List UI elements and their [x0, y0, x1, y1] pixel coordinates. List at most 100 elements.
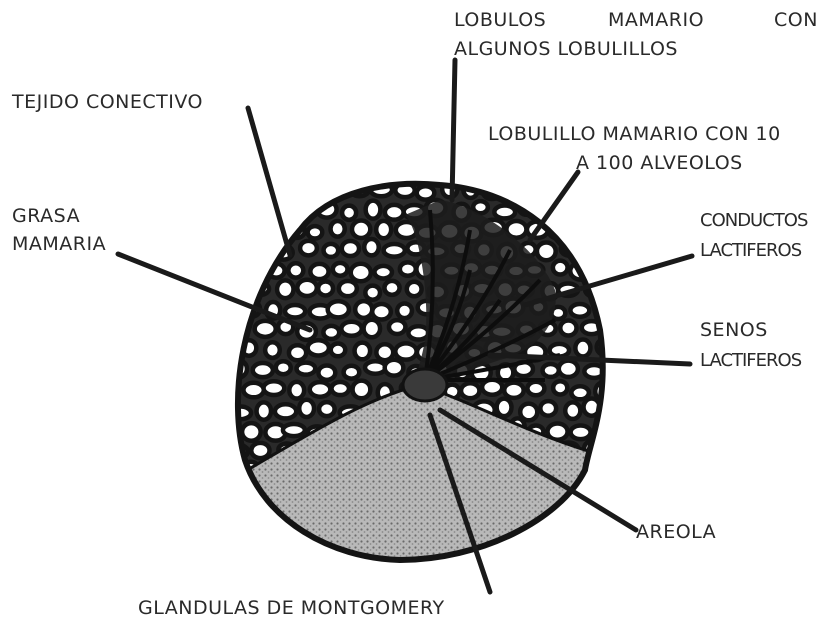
fat-lobule	[376, 344, 393, 360]
fat-lobule	[520, 404, 537, 421]
fat-lobule	[352, 221, 370, 238]
fat-lobule	[297, 280, 316, 296]
fat-lobule	[308, 226, 323, 238]
fat-lobule	[324, 244, 339, 257]
fat-lobule	[288, 181, 304, 198]
fat-lobule	[594, 185, 612, 200]
fat-lobule	[351, 264, 371, 282]
label-senos-line2: LACTIFEROS	[700, 350, 802, 371]
label-lobulos-line2: ALGUNOS LOBULILLOS	[454, 38, 678, 60]
fat-lobule	[344, 366, 360, 379]
fat-lobule	[389, 320, 406, 334]
fat-lobule	[376, 221, 391, 238]
fat-lobule	[342, 241, 359, 256]
fat-lobule	[251, 443, 269, 458]
fat-lobule	[243, 262, 258, 278]
fat-lobule	[395, 343, 416, 359]
fat-lobule	[331, 382, 349, 395]
label-grasa-line2: MAMARIA	[12, 233, 106, 255]
fat-lobule	[591, 258, 612, 276]
fat-lobule	[593, 224, 610, 236]
fat-lobule	[353, 381, 371, 399]
fat-lobule	[527, 182, 545, 195]
fat-lobule	[559, 361, 578, 377]
fat-lobule	[276, 361, 291, 374]
fat-lobule	[575, 181, 593, 196]
fat-lobule	[331, 344, 346, 357]
fat-lobule	[553, 261, 568, 275]
fat-lobule	[331, 221, 345, 237]
fat-lobule	[585, 201, 602, 214]
fat-lobule	[385, 360, 404, 376]
fat-lobule	[299, 200, 316, 214]
fat-lobule	[228, 479, 248, 497]
fat-lobule	[308, 340, 329, 355]
fat-lobule	[372, 304, 391, 320]
fat-lobule	[596, 463, 614, 478]
fat-lobule	[238, 503, 259, 518]
fat-lobule	[318, 365, 335, 379]
fat-lobule	[251, 203, 272, 221]
fat-lobule	[407, 282, 422, 296]
fat-lobule	[257, 402, 271, 419]
label-areola: AREOLA	[636, 521, 716, 543]
fat-lobule	[339, 281, 357, 296]
fat-lobule	[297, 363, 316, 375]
fat-lobule	[527, 382, 544, 396]
fat-lobule	[333, 263, 348, 276]
fat-lobule	[473, 201, 488, 213]
fat-lobule	[243, 383, 263, 398]
fat-lobule	[277, 280, 293, 298]
fat-lobule	[323, 326, 339, 339]
fat-lobule	[571, 425, 591, 439]
fat-lobule	[253, 363, 273, 377]
fat-lobule	[309, 181, 327, 194]
fat-lobule	[299, 400, 314, 417]
fat-lobule	[244, 184, 259, 197]
fat-lobule	[506, 181, 526, 197]
fat-lobule	[236, 243, 250, 257]
label-lobulos-word3: CON	[774, 9, 818, 31]
fat-lobule	[355, 301, 372, 318]
nipple	[403, 369, 447, 401]
fat-lobule	[560, 321, 576, 336]
fat-lobule	[400, 262, 416, 275]
fat-lobule	[242, 423, 261, 441]
leader-lobulos	[452, 60, 455, 200]
fat-lobule	[285, 305, 305, 318]
fat-lobule	[355, 343, 371, 360]
fat-lobule	[328, 301, 349, 317]
fat-lobule	[319, 402, 335, 416]
fat-lobule	[318, 281, 333, 295]
label-glandulas-montgomery: GLANDULAS DE MONTGOMERY	[138, 597, 445, 619]
fat-lobule	[575, 340, 590, 357]
fat-lobule	[461, 383, 479, 398]
fat-lobule	[417, 186, 435, 199]
fat-lobule	[565, 402, 580, 419]
label-lobulillo-line1: LOBULILLO MAMARIO CON 10	[488, 123, 781, 145]
fat-lobule	[565, 202, 580, 214]
fat-lobule	[365, 286, 380, 300]
fat-lobule	[482, 380, 502, 395]
fat-lobule	[310, 264, 328, 279]
fat-lobule	[385, 205, 404, 220]
fat-lobule	[341, 322, 361, 336]
fat-lobule	[397, 303, 412, 318]
fat-lobule	[264, 381, 285, 395]
fat-lobule	[384, 281, 399, 295]
fat-lobule	[586, 485, 601, 499]
fat-lobule	[342, 206, 356, 220]
fat-lobule	[573, 221, 592, 234]
fat-lobule	[540, 401, 556, 416]
label-tejido-conectivo: TEJIDO CONECTIVO	[11, 91, 203, 113]
fat-lobule	[265, 342, 280, 358]
leader-lobulillo	[530, 172, 578, 240]
label-conductos-line1: CONDUCTOS	[700, 210, 808, 231]
fat-lobule	[537, 242, 556, 260]
label-conductos-line2: LACTIFEROS	[700, 240, 802, 261]
fat-lobule	[585, 243, 605, 259]
fat-lobule	[255, 321, 276, 337]
label-senos-line1: SENOS	[700, 319, 768, 341]
fat-lobule	[233, 283, 252, 300]
